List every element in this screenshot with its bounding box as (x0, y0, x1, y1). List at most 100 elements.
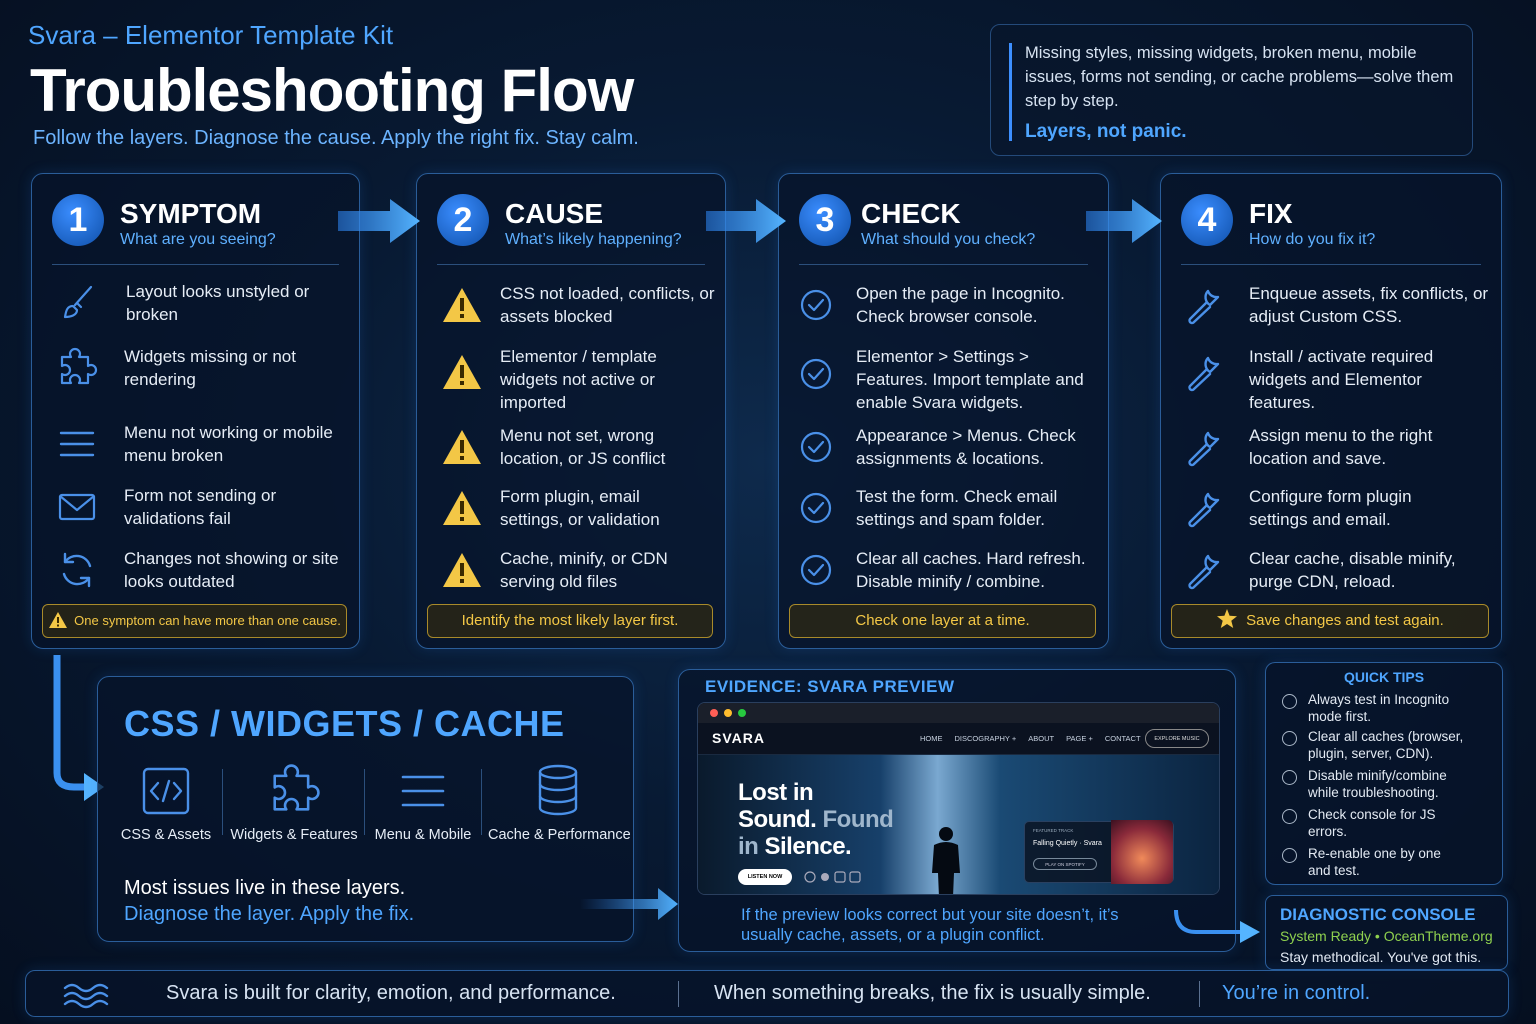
play-on-spotify-button[interactable]: PLAY ON SPOTIFY (1033, 858, 1097, 870)
item-text: Appearance > Menus. Check assignments & … (856, 426, 1076, 468)
intro-box: Missing styles, missing widgets, broken … (990, 24, 1473, 156)
quick-tips-panel: QUICK TIPS Always test in Incognito mode… (1265, 662, 1503, 885)
warning-icon (437, 547, 487, 593)
minimize-dot-icon (724, 709, 732, 717)
footer-text: When something breaks, the fix is usuall… (714, 982, 1151, 1004)
divider (1181, 264, 1481, 265)
flow-arrow-icon (338, 199, 420, 243)
featured-track-card: FEATURED TRACK Falling Quietly · Svara P… (1024, 820, 1174, 884)
database-icon (538, 764, 578, 816)
divider (52, 264, 339, 265)
layer-css: CSS & Assets (106, 761, 226, 843)
wrench-icon (1179, 282, 1229, 328)
hero-headline: Lost in Sound. Found in Silence. (738, 779, 894, 860)
star-icon (1217, 609, 1238, 628)
waves-icon (63, 983, 109, 1009)
radio-circle-icon (1282, 770, 1297, 785)
divider (364, 769, 365, 835)
tip-text: Re-enable one by one and test. (1308, 846, 1441, 878)
layer-label: CSS & Assets (120, 827, 212, 843)
step-subtitle: What’s likely happening? (505, 231, 682, 248)
check-circle-icon (791, 547, 841, 593)
item-text: Changes not showing or site looks outdat… (124, 549, 339, 591)
step-note: One symptom can have more than one cause… (42, 604, 347, 638)
listen-now-button[interactable]: LISTEN NOW (738, 869, 792, 885)
layers-line-1: Most issues live in these layers. (124, 877, 406, 899)
item-text: Clear all caches. Hard refresh. Disable … (856, 549, 1086, 591)
check-circle-icon (791, 351, 841, 397)
layer-cache: Cache & Performance (488, 761, 631, 843)
wrench-icon (1179, 485, 1229, 531)
item-text: Elementor / template widgets not active … (500, 347, 657, 412)
warning-icon (437, 282, 487, 328)
console-title: DIAGNOSTIC CONSOLE (1280, 905, 1476, 924)
note-text: Save changes and test again. (1246, 612, 1444, 629)
divider (678, 981, 679, 1007)
footer-bar: Svara is built for clarity, emotion, and… (25, 970, 1509, 1017)
step-title: SYMPTOM (120, 198, 262, 229)
radio-circle-icon (1282, 809, 1297, 824)
connector-arrow-icon (1174, 910, 1260, 943)
layer-widgets: Widgets & Features (230, 761, 358, 843)
explore-music-button[interactable]: EXPLORE MUSIC (1145, 729, 1209, 748)
puzzle-icon (273, 764, 320, 811)
item-text: Form plugin, email settings, or validati… (500, 487, 660, 529)
envelope-icon (52, 484, 102, 530)
connector-arrow-icon (53, 655, 104, 801)
album-art (1111, 820, 1173, 884)
intro-text: Missing styles, missing widgets, broken … (1025, 44, 1454, 110)
item-text: CSS not loaded, conflicts, or assets blo… (500, 284, 715, 326)
maximize-dot-icon (738, 709, 746, 717)
step-title: CHECK (861, 198, 961, 229)
item-text: Widgets missing or not rendering (124, 347, 296, 389)
item-text: Assign menu to the right location and sa… (1249, 426, 1433, 468)
check-circle-icon (791, 282, 841, 328)
radio-circle-icon (1282, 694, 1297, 709)
step-title: CAUSE (505, 198, 604, 229)
console-status: System Ready • OceanTheme.org (1280, 928, 1493, 944)
layers-title: CSS / WIDGETS / CACHE (124, 703, 565, 744)
console-message: Stay methodical. You've got this. (1280, 949, 1482, 965)
site-nav-links: HOME DISCOGRAPHY + ABOUT PAGE + CONTACT (920, 734, 1153, 743)
menu-icon (401, 775, 445, 807)
page-title: Troubleshooting Flow (30, 57, 634, 124)
radio-circle-icon (1282, 731, 1297, 746)
warning-icon (437, 349, 487, 395)
item-text: Menu not set, wrong location, or JS conf… (500, 426, 666, 468)
layer-menu: Menu & Mobile (368, 761, 478, 843)
check-circle-icon (791, 424, 841, 470)
tip-text: Clear all caches (browser, plugin, serve… (1308, 729, 1464, 761)
wrench-icon (1179, 349, 1229, 395)
layer-label: Widgets & Features (230, 827, 358, 843)
warning-icon (437, 424, 487, 470)
divider (1199, 981, 1200, 1007)
tip-text: Always test in Incognito mode first. (1308, 692, 1450, 724)
site-logo: SVARA (712, 730, 765, 746)
radio-circle-icon (1282, 848, 1297, 863)
divider (437, 264, 705, 265)
item-text: Open the page in Incognito. Check browse… (856, 284, 1065, 326)
quick-tips-title: QUICK TIPS (1343, 669, 1425, 685)
item-text: Enqueue assets, fix conflicts, or adjust… (1249, 284, 1489, 326)
nav-link-page[interactable]: PAGE + (1066, 734, 1093, 743)
nav-link-home[interactable]: HOME (920, 734, 943, 743)
nav-link-contact[interactable]: CONTACT (1104, 734, 1141, 743)
warning-icon (437, 485, 487, 531)
item-text: Cache, minify, or CDN serving old files (500, 549, 668, 591)
tip-text: Check console for JS errors. (1308, 807, 1436, 839)
step-subtitle: How do you fix it? (1249, 231, 1376, 248)
layers-panel: CSS / WIDGETS / CACHE CSS & Assets Widge… (97, 676, 634, 942)
featured-track-title: Falling Quietly · Svara (1033, 840, 1102, 847)
warning-icon (49, 612, 68, 628)
divider (799, 264, 1088, 265)
step-note: Save changes and test again. (1171, 604, 1489, 638)
puzzle-icon (52, 345, 102, 391)
layer-label: Menu & Mobile (374, 827, 472, 843)
nav-link-discography[interactable]: DISCOGRAPHY + (954, 734, 1017, 743)
step-card-cause: 2 CAUSE What’s likely happening? CSS not… (416, 173, 726, 649)
step-number: 2 (437, 194, 489, 246)
step-note: Identify the most likely layer first. (427, 604, 713, 638)
footer-emphasis: You’re in control. (1222, 982, 1371, 1004)
nav-link-about[interactable]: ABOUT (1028, 734, 1055, 743)
